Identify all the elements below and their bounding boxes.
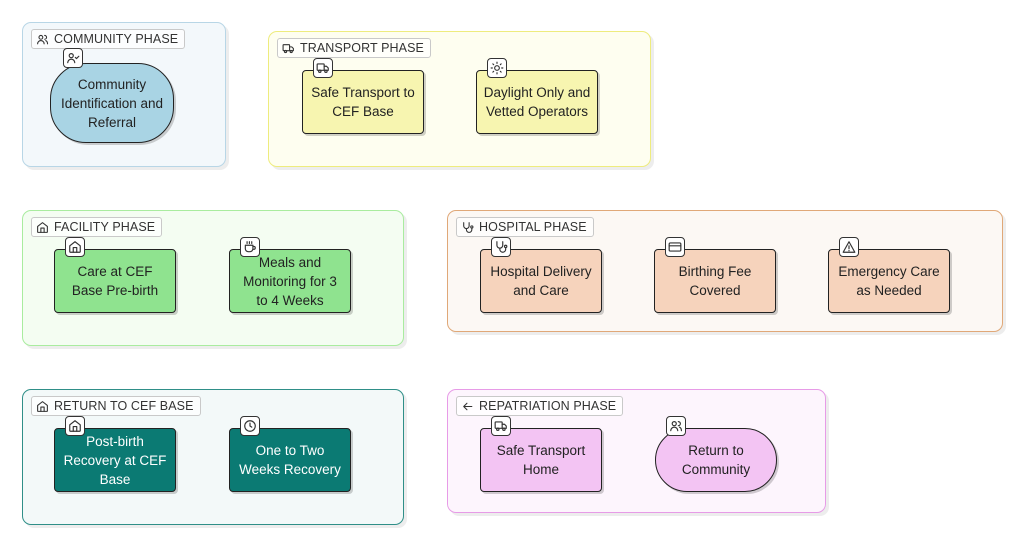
daylight-operators-node[interactable]: Daylight Only and Vetted Operators [476, 70, 598, 134]
safe-transport-node[interactable]: Safe Transport to CEF Base [302, 70, 424, 134]
care-cef-node[interactable]: Care at CEF Base Pre-birth [54, 249, 176, 313]
repatriation-phase-label: REPATRIATION PHASE [456, 396, 624, 416]
truck-icon [313, 58, 333, 78]
truck-icon [282, 42, 295, 55]
community-identification-node[interactable]: Community Identification and Referral [50, 63, 174, 143]
community-phase-label: COMMUNITY PHASE [31, 29, 186, 49]
return-community-node[interactable]: Return to Community [655, 428, 777, 492]
community-identification-text: Community Identification and Referral [60, 76, 164, 130]
birthing-fee-node[interactable]: Birthing Fee Covered [654, 249, 776, 313]
hospital-delivery-node[interactable]: Hospital Delivery and Care [480, 249, 602, 313]
credit-card-icon [665, 237, 685, 257]
safe-transport-home-node[interactable]: Safe Transport Home [480, 428, 602, 492]
meals-monitoring-node[interactable]: Meals and Monitoring for 3 to 4 Weeks [229, 249, 351, 313]
clock-icon [240, 416, 260, 436]
sun-icon [487, 58, 507, 78]
users-icon [666, 416, 686, 436]
user-check-icon [63, 48, 83, 68]
stethoscope-icon [491, 237, 511, 257]
arrow-left-icon [461, 400, 474, 413]
users-icon [36, 33, 49, 46]
truck-icon [491, 416, 511, 436]
hospital-phase-label: HOSPITAL PHASE [456, 217, 594, 237]
home-icon [65, 416, 85, 436]
two-weeks-recovery-node[interactable]: One to Two Weeks Recovery [229, 428, 351, 492]
transport-phase-label: TRANSPORT PHASE [277, 38, 431, 58]
home-icon [65, 237, 85, 257]
post-birth-recovery-node[interactable]: Post-birth Recovery at CEF Base [54, 428, 176, 492]
home-icon [36, 400, 49, 413]
alert-triangle-icon [839, 237, 859, 257]
return-phase-label: RETURN TO CEF BASE [31, 396, 201, 416]
emergency-care-node[interactable]: Emergency Care as Needed [828, 249, 950, 313]
facility-phase-label: FACILITY PHASE [31, 217, 163, 237]
home-icon [36, 221, 49, 234]
stethoscope-icon [461, 221, 474, 234]
coffee-icon [240, 237, 260, 257]
